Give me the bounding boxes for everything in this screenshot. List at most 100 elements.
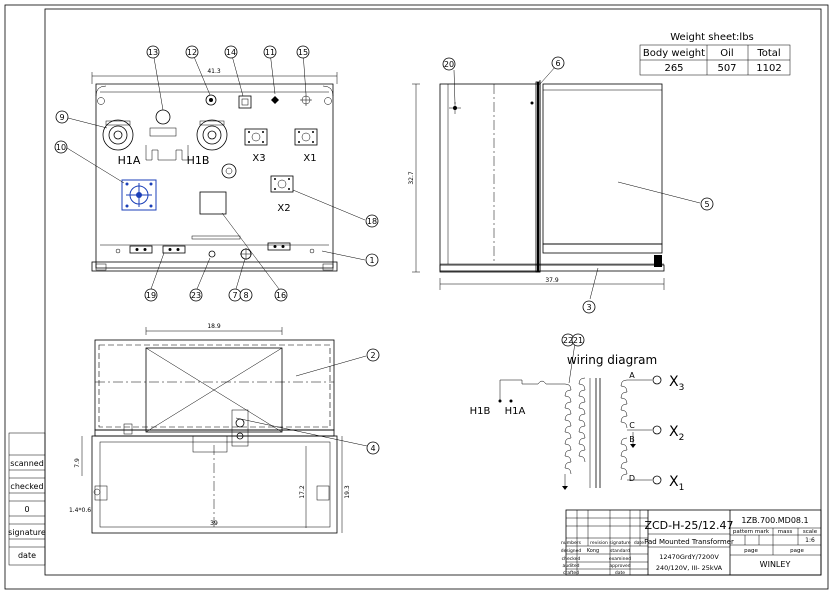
strip-zero: 0	[24, 505, 29, 514]
tap-d: D	[629, 474, 635, 483]
svg-text:4: 4	[370, 444, 375, 453]
x2-label: X2	[669, 424, 684, 443]
dim-side-height: 32.7	[408, 171, 415, 185]
round-fitting	[221, 163, 237, 179]
svg-text:10: 10	[56, 143, 66, 152]
svg-text:6: 6	[555, 59, 560, 68]
tb-row-checked: checked	[562, 556, 581, 562]
strip-date: date	[18, 551, 36, 560]
bottom-fitting-right1	[267, 242, 291, 251]
svg-text:9: 9	[59, 113, 64, 122]
gauge-13	[155, 109, 171, 125]
strip-signature: signature	[8, 528, 46, 537]
tb-col-revision: revision	[590, 540, 608, 546]
tap-b: B	[629, 435, 635, 444]
svg-text:18: 18	[367, 217, 377, 226]
svg-text:11: 11	[265, 48, 275, 57]
callout-15: 15	[296, 45, 310, 59]
svg-text:16: 16	[276, 291, 286, 300]
svg-text:2: 2	[370, 351, 375, 360]
svg-text:12: 12	[187, 48, 197, 57]
valve-12	[205, 94, 217, 106]
callout-11: 11	[263, 45, 277, 59]
dim-hole: 1.4*0.6	[69, 507, 91, 514]
leader-lines	[66, 51, 701, 447]
tb-sign-standard: standard	[610, 548, 630, 554]
svg-text:21: 21	[573, 336, 583, 345]
wiring-h1a: H1A	[505, 406, 526, 417]
tb-mass: mass	[778, 529, 793, 535]
title-block: ZCD-H-25/12.47 1ZB.700.MD08.1 Pad Mounte…	[561, 509, 822, 576]
svg-text:20: 20	[444, 60, 454, 69]
left-strip: scanned checked 0 signature date	[8, 432, 46, 566]
tb-sign-examined: examined	[609, 556, 631, 562]
tb-pattern-mark: pattern mark	[733, 529, 770, 535]
callout-4: 4	[366, 441, 380, 455]
x3-label: X3	[669, 374, 684, 393]
callout-7: 7	[228, 288, 242, 302]
wiring-title: wiring diagram	[567, 353, 657, 367]
tb-col-date: date	[634, 540, 644, 546]
callout-6: 6	[551, 56, 565, 70]
tb-row-audited: audited	[562, 563, 579, 569]
dim-left-height: 7.9	[74, 458, 81, 468]
tb-row-crafted: crafted	[563, 570, 579, 576]
tb-voltage-primary: 12470GrdY/7200V	[659, 553, 719, 561]
tb-row-numbers: numbers	[561, 540, 582, 546]
callout-5: 5	[700, 197, 714, 211]
callout-21: 21	[571, 333, 585, 347]
svg-text:3: 3	[586, 303, 591, 312]
label-h1b: H1B	[187, 154, 210, 167]
tb-scale-label: scale	[803, 529, 818, 535]
bushing-h1b	[196, 119, 228, 151]
dim-inner-height: 17.2	[299, 485, 306, 499]
svg-text:15: 15	[298, 48, 308, 57]
bottom-fitting-left	[129, 245, 153, 254]
tb-model: ZCD-H-25/12.47	[644, 519, 733, 532]
tap-a: A	[629, 371, 635, 380]
inner-frame	[44, 8, 822, 576]
fitting-14	[238, 95, 252, 109]
fitting-23	[208, 250, 216, 258]
callouts: 13 12 14 11 15 9 10 18 1 19 23 7 8 16 20…	[54, 45, 714, 455]
callout-20: 20	[442, 57, 456, 71]
svg-text:19: 19	[146, 291, 156, 300]
svg-text:23: 23	[191, 291, 201, 300]
front-view: 41.3 H1A H1B	[91, 68, 338, 272]
svg-text:8: 8	[243, 291, 248, 300]
tb-scale-value: 1:6	[805, 537, 815, 544]
strip-checked: checked	[10, 482, 43, 491]
weight-header-body: Body weight	[643, 48, 705, 59]
tap-changer-10	[121, 179, 157, 211]
callout-13: 13	[146, 45, 160, 59]
weight-sheet-title: Weight sheet:lbs	[670, 32, 754, 43]
weight-value-total: 1102	[756, 63, 781, 74]
wiring-diagram: wiring diagram H1B H1A A C B D X3 X2 X1	[470, 353, 685, 493]
callout-14: 14	[224, 45, 238, 59]
tb-company: WINLEY	[760, 560, 791, 569]
dim-pad-width: 18.9	[207, 323, 221, 330]
tb-sign-approved: approved	[609, 563, 630, 569]
tb-page-2: page	[790, 548, 804, 554]
label-x2: X2	[277, 203, 290, 214]
svg-text:5: 5	[704, 200, 709, 209]
terminal-x3	[244, 128, 268, 146]
svg-text:7: 7	[232, 291, 237, 300]
nameplate-16	[199, 191, 227, 215]
callout-8: 8	[239, 288, 253, 302]
callout-2: 2	[366, 348, 380, 362]
dim-base-width: 39	[210, 520, 218, 527]
tb-name-designed: Kong	[587, 548, 599, 554]
tap-c: C	[629, 421, 635, 430]
label-x3: X3	[252, 153, 265, 164]
weight-sheet: Weight sheet:lbs Body weight Oil Total 2…	[639, 32, 791, 76]
dim-outer-height: 19.3	[344, 485, 351, 499]
callout-12: 12	[185, 45, 199, 59]
tb-sign-date: date	[615, 570, 625, 576]
callout-3: 3	[582, 300, 596, 314]
tb-row-designed: designed	[561, 548, 582, 554]
outer-border	[4, 4, 829, 590]
label-x1: X1	[303, 153, 316, 164]
callout-18: 18	[365, 214, 379, 228]
